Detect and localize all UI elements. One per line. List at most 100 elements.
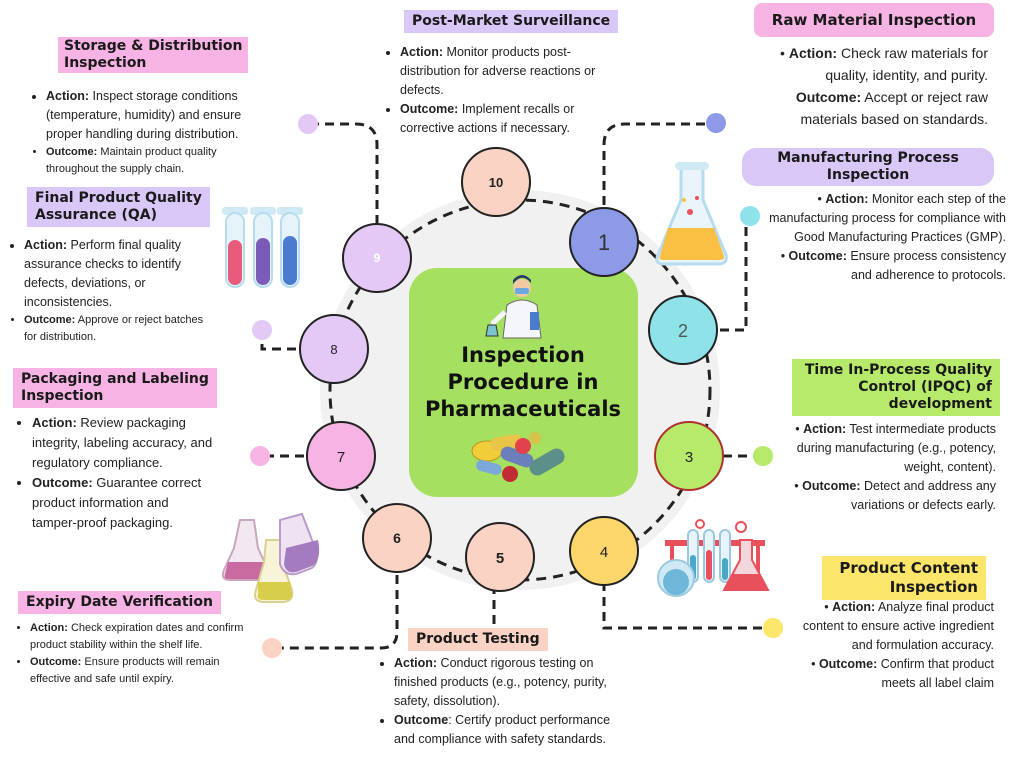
ipqc-action-label: Action: — [803, 422, 847, 436]
dot-8 — [252, 320, 272, 340]
dot-1 — [706, 113, 726, 133]
pills-icon — [471, 432, 565, 482]
ipqc-description: • Action: Test intermediate products dur… — [794, 422, 996, 512]
test-tubes-icon — [222, 207, 303, 288]
center-box — [409, 268, 638, 497]
svg-text:3: 3 — [685, 449, 693, 466]
storage-title: Storage & Distribution Inspection — [58, 37, 249, 73]
node-2[interactable]: 2 — [648, 295, 718, 365]
center-title-line3: Pharmaceuticals — [424, 397, 622, 421]
raw-material-description: • Action: Check raw materials for qualit… — [780, 45, 988, 127]
final-qa-title: Final Product Quality Assurance (QA) — [27, 187, 210, 227]
scientist-icon — [485, 275, 542, 339]
mfg-action-label: Action: — [825, 192, 869, 206]
packaging-title-line1: Packaging and Labeling — [21, 371, 209, 387]
svg-text:1: 1 — [598, 230, 610, 255]
storage-action-label: Action: — [46, 89, 90, 103]
content-outcome-text: Confirm that product meets all label cla… — [877, 657, 994, 690]
node-1[interactable]: 1 — [569, 207, 639, 277]
center-title: Inspection Procedure in Pharmaceuticals — [412, 342, 634, 423]
ipqc-title-line2: Control (IPQC) of — [858, 379, 992, 395]
content-action-text: Analyze final product content to ensure … — [802, 600, 994, 652]
mfg-outcome-label: Outcome: — [788, 249, 847, 263]
storage-title-line1: Storage & Distribution — [64, 38, 243, 54]
connector-6 — [275, 575, 399, 650]
dot-6 — [262, 638, 282, 658]
ipqc-outcome-label: Outcome: — [802, 479, 861, 493]
raw-outcome-label: Outcome: — [795, 89, 862, 105]
product-testing-description: Action: Conduct rigorous testing on fini… — [378, 654, 618, 749]
svg-text:10: 10 — [489, 175, 503, 190]
node-5[interactable]: 5 — [465, 522, 535, 592]
ipqc-action-text: Test intermediate products during manufa… — [796, 422, 996, 474]
qa-title-line1: Final Product Quality — [35, 190, 202, 206]
expiry-title: Expiry Date Verification — [18, 591, 221, 614]
svg-text:2: 2 — [678, 321, 688, 341]
content-title-line1: Product Content — [839, 559, 978, 577]
svg-text:8: 8 — [330, 342, 337, 357]
storage-outcome-label: Outcome: — [46, 146, 98, 158]
ipqc-title-line3: development — [888, 396, 992, 412]
node-9[interactable]: 9 — [342, 223, 412, 293]
raw-outcome-text: Accept or reject raw materials based on … — [800, 89, 988, 127]
manufacturing-title-line2: Inspection — [826, 167, 910, 183]
content-action-label: Action: — [832, 600, 876, 614]
svg-text:5: 5 — [496, 550, 504, 567]
connector-1 — [602, 122, 710, 220]
qa-outcome-text: Approve or reject batches for distributi… — [24, 314, 204, 343]
node-8[interactable]: 8 — [299, 314, 369, 384]
end-dots — [250, 113, 783, 658]
mfg-action-text: Monitor each step of the manufacturing p… — [769, 192, 1006, 244]
chemistry-set-icon — [657, 519, 770, 597]
testing-outcome-label: Outcome — [394, 713, 449, 727]
ipqc-outcome-text: Detect and address any variations or def… — [851, 479, 996, 512]
packaging-outcome-text: Guarantee correct product information an… — [32, 475, 202, 530]
dot-2 — [740, 206, 760, 226]
content-outcome-label: Outcome: — [818, 657, 878, 671]
packaging-title-line2: Inspection — [21, 388, 104, 404]
connector-9 — [310, 122, 379, 224]
storage-outcome-text: Maintain product quality throughout the … — [46, 146, 217, 175]
ipqc-title-line1: Time In-Process Quality — [804, 362, 992, 378]
expiry-action-text: Check expiration dates and confirm produ… — [30, 622, 244, 651]
mfg-outcome-text: Ensure process consistency and adherence… — [846, 249, 1006, 282]
testing-outcome-text: : Certify product performance and compli… — [394, 713, 611, 746]
connector-8 — [260, 333, 296, 351]
expiry-outcome-text: Ensure products will remain effective an… — [30, 656, 220, 685]
storage-action-text: Inspect storage conditions (temperature,… — [46, 89, 242, 141]
dot-3 — [753, 446, 773, 466]
connectors — [260, 122, 770, 650]
raw-action-text: Check raw materials for quality, identit… — [825, 45, 988, 83]
dot-7 — [250, 446, 270, 466]
dot-4 — [763, 618, 783, 638]
product-content-title: Product Content Inspection — [822, 556, 986, 600]
node-4[interactable]: 4 — [569, 516, 639, 586]
content-title-line2: Inspection — [889, 578, 978, 596]
svg-text:7: 7 — [337, 449, 345, 466]
packaging-description: Action: Review packaging integrity, labe… — [16, 413, 216, 533]
packaging-title: Packaging and Labeling Inspection — [13, 368, 217, 408]
testing-action-text: Conduct rigorous testing on finished pro… — [394, 656, 607, 708]
expiry-action-label: Action: — [30, 622, 68, 634]
manufacturing-title-line1: Manufacturing Process — [777, 150, 959, 166]
lab-flasks-icon — [221, 512, 320, 603]
qa-outcome-label: Outcome: — [24, 314, 76, 326]
post-outcome-text: Implement recalls or corrective actions … — [400, 102, 575, 135]
qa-title-line2: Assurance (QA) — [35, 207, 157, 223]
step-nodes: 1 2 3 4 5 6 7 8 9 10 — [299, 147, 724, 592]
dot-9 — [298, 114, 318, 134]
connector-2 — [720, 218, 748, 332]
post-action-label: Action: — [400, 45, 444, 59]
connector-4 — [602, 582, 770, 630]
center-title-line1: Inspection — [461, 343, 585, 367]
post-action-text: Monitor products post-distribution for a… — [400, 45, 596, 97]
packaging-action-text: Review packaging integrity, labeling acc… — [32, 415, 213, 470]
center-title-line2: Procedure in — [447, 370, 599, 394]
storage-description: Action: Inspect storage conditions (temp… — [30, 87, 266, 178]
node-3[interactable]: 3 — [654, 421, 724, 491]
expiry-description: Action: Check expiration dates and confi… — [14, 620, 244, 688]
node-10[interactable]: 10 — [461, 147, 531, 217]
node-6[interactable]: 6 — [362, 503, 432, 573]
node-7[interactable]: 7 — [306, 421, 376, 491]
